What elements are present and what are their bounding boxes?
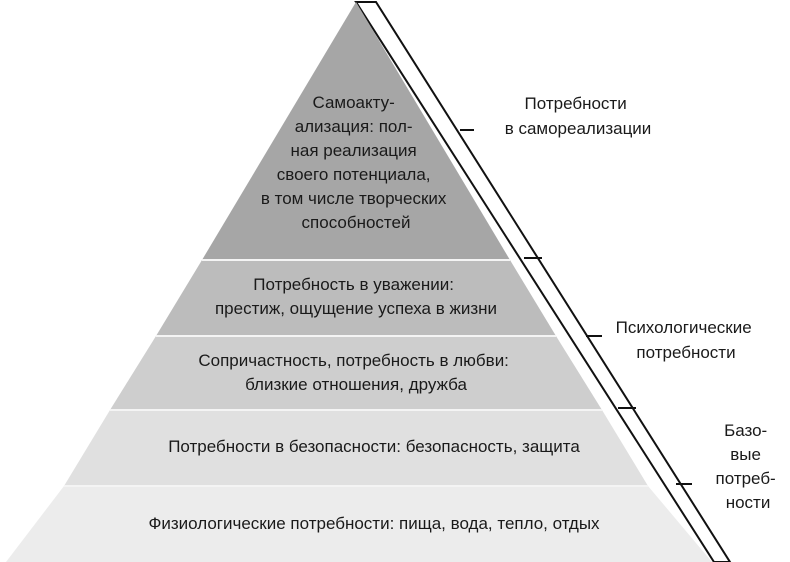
pyramid-side-face — [354, 1, 732, 562]
group-basic-label: Базо- вые потреб- ности — [716, 421, 781, 512]
side-ticks — [460, 129, 692, 485]
pyramid-levels — [6, 2, 712, 562]
esteem-label: Потребность в уважении: престиж, ощущени… — [215, 275, 497, 318]
level-safety — [64, 410, 648, 486]
group-labels: Потребности в самореализации Психологиче… — [505, 94, 781, 512]
belonging-label: Сопричастность, потребность в любви: бли… — [198, 351, 513, 394]
level-belonging — [110, 336, 602, 410]
group-self-fulfillment-label: Потребности в самореализации — [505, 94, 652, 138]
group-psychological-label: Психологические потребности — [616, 318, 757, 362]
safety-label: Потребности в безопасности: безопасность… — [168, 437, 580, 456]
level-esteem — [156, 260, 556, 336]
level-self-actualization — [202, 2, 510, 260]
self-actualization-label: Самоакту- ализация: пол- ная реализация … — [261, 93, 451, 232]
level-labels: Самоакту- ализация: пол- ная реализация … — [148, 93, 600, 533]
physiological-label: Физиологические потребности: пища, вода,… — [148, 514, 600, 533]
level-physiological — [6, 486, 712, 562]
